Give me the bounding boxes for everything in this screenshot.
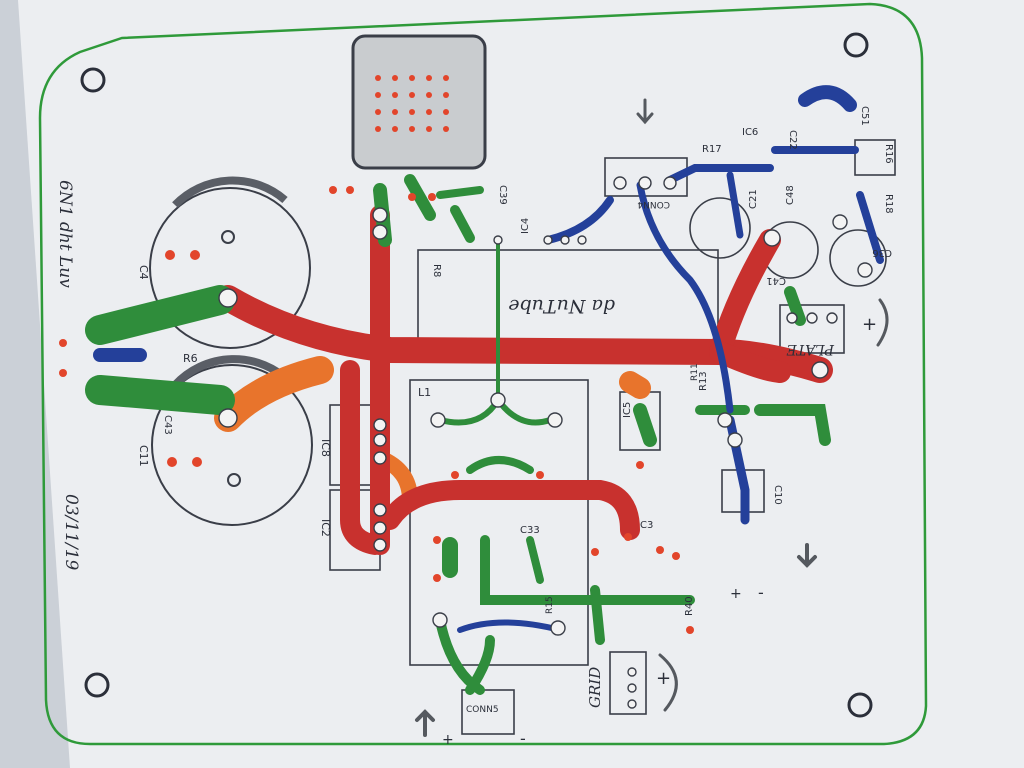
label-conn5: CONN5: [466, 705, 499, 715]
plus-sign-left: +: [442, 732, 454, 748]
label-c48: C48: [785, 185, 796, 205]
plus-sign-plate: +: [862, 314, 877, 335]
label-r15: R15: [545, 596, 555, 614]
mount-hole-bl: [84, 672, 110, 698]
cap-c4-band: [172, 176, 288, 208]
grid-label: GRID: [586, 667, 604, 708]
c21-outline: [689, 197, 751, 259]
label-c4: C4: [137, 265, 150, 280]
label-c10: C10: [772, 485, 783, 505]
plate-box: [779, 304, 845, 354]
cap-c4-vent: [221, 230, 235, 244]
arrow-down-icon: [797, 543, 817, 568]
label-ic8: IC8: [319, 439, 332, 457]
grid-box: [609, 651, 647, 715]
label-r16: R16: [883, 144, 894, 164]
label-ic6: IC6: [742, 127, 758, 138]
label-r6: R6: [183, 352, 198, 365]
label-c43: C43: [162, 415, 173, 435]
mount-hole-br: [847, 692, 873, 718]
arrow-symbols: [415, 98, 889, 737]
board-date: 03/11/19: [61, 494, 81, 571]
label-ic4: IC4: [520, 218, 531, 234]
label-r17: R17: [702, 144, 722, 155]
plate-label: PLATE: [786, 341, 835, 357]
mount-hole-tr: [843, 32, 869, 58]
board-title: 6N1 dht Luv: [55, 180, 75, 288]
label-r11: R11: [690, 363, 700, 381]
nutube-label: da NuTube: [508, 295, 615, 317]
traces-blue: [93, 85, 884, 633]
chip-block-pins: [375, 75, 449, 132]
arrow-down-icon: [636, 98, 654, 125]
label-ic5: IC5: [622, 402, 633, 418]
trace-orange-3: [619, 371, 651, 399]
arrow-up-icon: [415, 709, 435, 737]
cap-c11-vent: [227, 473, 241, 487]
cap-c4-outline: [149, 187, 311, 349]
plus-sign-grid: +: [656, 668, 671, 689]
label-c41: C41: [766, 275, 786, 286]
curved-arrow-icon: [658, 653, 678, 712]
label-c33: C33: [520, 525, 540, 536]
minus-sign-left: -: [520, 729, 526, 748]
board-outline: [38, 2, 928, 746]
trace-orange: [214, 356, 334, 432]
label-c51: C51: [859, 106, 870, 126]
cap-c11-outline: [151, 364, 313, 526]
label-r18: R18: [883, 194, 894, 214]
mounting-holes: [80, 32, 873, 718]
label-conn4: CONN4: [637, 199, 670, 209]
mount-hole-tl: [80, 67, 106, 93]
conn4-box: [604, 157, 688, 197]
label-l1: L1: [418, 386, 431, 399]
pads: [59, 176, 873, 709]
r16-box: [854, 139, 896, 176]
label-c11: C11: [137, 445, 150, 467]
c36-outline: [829, 229, 887, 287]
chip-block-body: [351, 34, 487, 170]
label-c36: C36: [872, 247, 892, 258]
traces-green: [85, 174, 831, 695]
label-r8: R8: [431, 264, 442, 277]
minus-sign-right: -: [758, 583, 764, 602]
label-c22: C22: [787, 130, 798, 150]
label-c39: C39: [497, 185, 508, 205]
chip-block: [351, 34, 487, 170]
label-r40: R40: [684, 596, 695, 616]
traces-red: [215, 205, 833, 555]
label-c3: C3: [640, 520, 653, 531]
conn5-box: [461, 689, 515, 735]
plus-sign-right: +: [730, 586, 742, 602]
label-ic2: IC2: [319, 519, 332, 537]
label-r13: R13: [698, 371, 709, 391]
labels: 6N1 dht Luv 03/11/19 da NuTube GRID PLAT…: [55, 106, 894, 748]
curved-arrow-icon: [876, 298, 889, 347]
label-c21: C21: [748, 189, 759, 209]
